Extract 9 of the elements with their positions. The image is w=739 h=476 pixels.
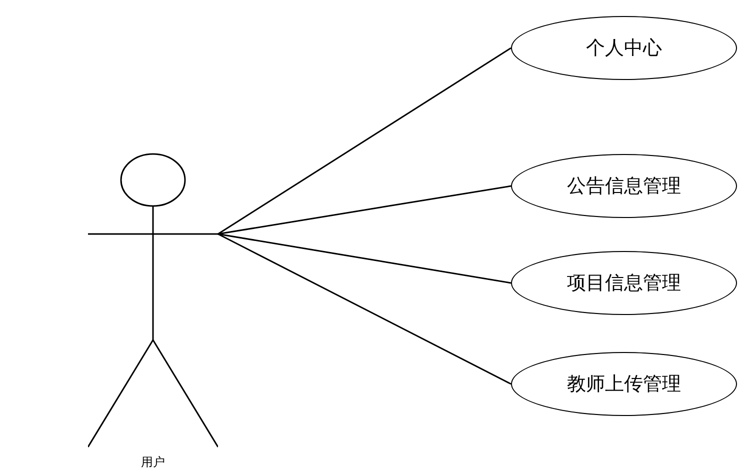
use-case-ellipse: 公告信息管理	[511, 154, 737, 218]
use-case-ellipse: 教师上传管理	[511, 352, 737, 416]
association-line	[218, 233, 512, 284]
association-line	[218, 47, 512, 235]
actor-label: 用户	[140, 454, 166, 471]
association-line	[218, 185, 512, 235]
use-case-ellipse: 个人中心	[511, 16, 737, 80]
use-case-ellipse: 项目信息管理	[511, 251, 737, 315]
association-line	[218, 233, 512, 385]
